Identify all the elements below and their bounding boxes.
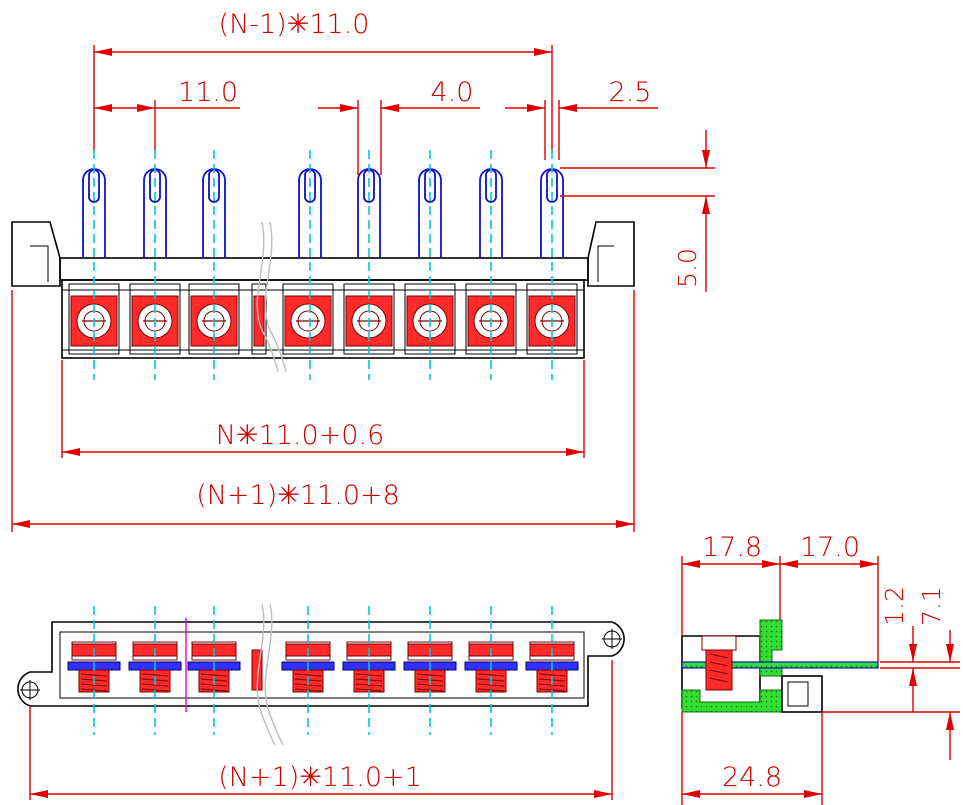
top-pins [82, 150, 564, 380]
bottom-inner [59, 631, 585, 699]
spring-coil [355, 673, 383, 677]
top-terminals [68, 283, 578, 355]
side-screw-head [701, 635, 737, 651]
top-dimensions: (N-1)✳11.0 11.0 4.0 2.5 5.0 N✳11.0+ [11, 9, 715, 532]
spring-coil [200, 673, 228, 677]
spring-coil [80, 673, 108, 677]
left-ear-inner [30, 245, 49, 282]
right-ear [587, 221, 635, 287]
side-pin [681, 661, 879, 669]
top-view [11, 150, 635, 380]
dim-pin-width: 4.0 [431, 77, 474, 108]
side-view [681, 619, 879, 713]
dim-side-left-width: 17.8 [702, 532, 762, 563]
break-line [256, 221, 279, 373]
dim-side-base-width: 24.8 [722, 762, 782, 793]
spring-coil [416, 673, 444, 677]
dim-side-height: 7.1 [917, 586, 946, 626]
spring-coil [538, 673, 566, 677]
body-top-rail [59, 257, 589, 281]
side-dimensions: 17.8 17.0 1.2 7.1 24.8 [681, 532, 960, 805]
body-block [61, 279, 585, 359]
dim-side-thin-height: 1.2 [880, 586, 909, 626]
bottom-view [17, 603, 625, 746]
terminal-cell [282, 283, 334, 355]
dim-top-pitch-span: (N-1)✳11.0 [219, 9, 370, 40]
break-line [256, 603, 276, 746]
dim-overall-length: (N+1)✳11.0+8 [196, 480, 400, 511]
bottom-outline [17, 621, 625, 707]
bottom-dimensions: (N+1)✳11.0+1 [29, 660, 613, 800]
spring-coil [141, 673, 169, 677]
dim-body-length: N✳11.0+0.6 [216, 420, 385, 451]
left-ear [11, 221, 61, 287]
bottom-terminals [67, 606, 579, 735]
dim-pin-thickness: 2.5 [609, 77, 652, 108]
break-line [264, 221, 287, 373]
side-clip [781, 675, 823, 713]
break-line [264, 603, 284, 746]
dim-pitch: 11.0 [178, 77, 238, 108]
spring-coil [294, 673, 322, 677]
dim-side-right-width: 17.0 [800, 532, 860, 563]
spring-coil [477, 673, 505, 677]
dim-pin-height: 5.0 [673, 248, 702, 288]
right-ear-inner [597, 245, 614, 282]
dim-bottom-length: (N+1)✳11.0+1 [218, 762, 422, 793]
side-section-base [681, 689, 783, 713]
